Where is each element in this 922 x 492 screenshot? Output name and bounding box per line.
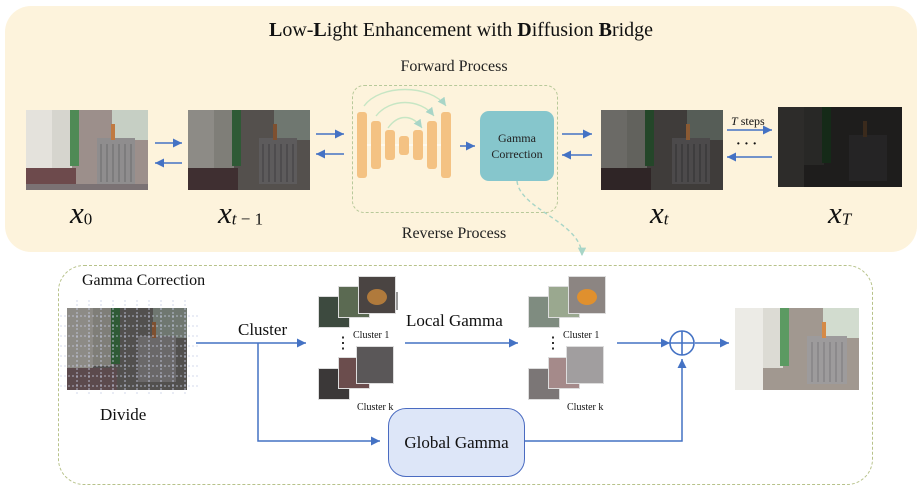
global-gamma-box: Global Gamma (388, 408, 525, 477)
gamma-detail-connector (516, 180, 587, 257)
cluster-label: Cluster (238, 320, 288, 339)
unet-skip-outer (363, 88, 447, 107)
image-x0 (26, 110, 148, 190)
cluster-k-label-left: Cluster k (357, 402, 394, 413)
cluster-k-patch-front (356, 346, 394, 384)
divide-grid (60, 300, 200, 396)
image-xt-minus-1 (188, 110, 310, 190)
unet-skip-inner (387, 116, 423, 129)
unet-encoder-decoder (357, 112, 451, 178)
reverse-process-label: Reverse Process (401, 225, 507, 242)
image-xt (601, 110, 723, 190)
label-xt-minus-1: xt − 1 (218, 195, 264, 230)
cluster-1-patch-front (358, 276, 396, 314)
output-image (735, 308, 859, 390)
unet-skip-mid (375, 101, 435, 117)
diffusion-network-region (352, 85, 558, 213)
label-x0: x0 (70, 195, 93, 230)
sum-node (669, 330, 695, 356)
vdots-right: ⋮ (545, 335, 561, 352)
vdots-left: ⋮ (335, 335, 351, 352)
label-xt: xt (650, 195, 669, 230)
arrow-to-global-gamma (257, 343, 380, 446)
cluster-1-label-left: Cluster 1 (353, 330, 390, 341)
image-xT (778, 107, 902, 187)
divide-label: Divide (100, 405, 147, 424)
t-steps-label: T steps (731, 114, 765, 128)
diagram-title: Low-Light Enhancement with Diffusion Bri… (268, 19, 654, 41)
forward-process-label: Forward Process (400, 58, 508, 75)
cluster-k-label-right: Cluster k (567, 402, 604, 413)
gamma-correction-panel (58, 265, 873, 485)
label-xT: xT (828, 195, 852, 230)
local-gamma-label: Local Gamma (406, 311, 503, 330)
arrow-global-to-sum (525, 359, 687, 442)
corrected-cluster-k-patch-front (566, 346, 604, 384)
gamma-panel-title: Gamma Correction (82, 272, 206, 289)
cluster-1-label-right: Cluster 1 (563, 330, 600, 341)
corrected-cluster-1-patch-front (568, 276, 606, 314)
steps-dots: · · · (736, 137, 758, 152)
